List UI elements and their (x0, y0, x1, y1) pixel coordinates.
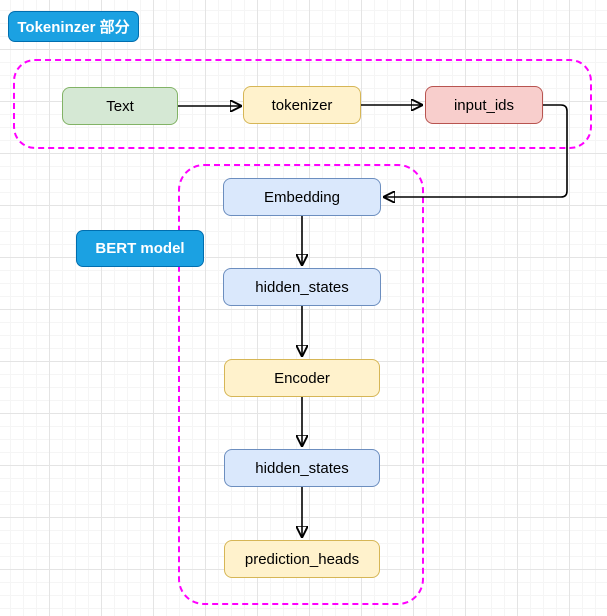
node-input-ids-label: input_ids (453, 96, 515, 114)
node-tokenizer: tokenizer (243, 86, 361, 124)
node-hidden-states-2-label: hidden_states (255, 459, 349, 477)
node-input-ids: input_ids (425, 86, 543, 124)
tokenizer-section-badge-label: Tokeninzer 部分 (17, 19, 130, 36)
node-hidden-states-1-label: hidden_states (255, 278, 349, 296)
node-text-label: Text (106, 97, 134, 115)
node-hidden-states-2: hidden_states (224, 449, 380, 487)
node-prediction-heads-label: prediction_heads (244, 550, 360, 568)
node-embedding-label: Embedding (264, 188, 340, 206)
node-tokenizer-label: tokenizer (271, 96, 333, 114)
group-bert-model (178, 164, 424, 605)
node-prediction-heads: prediction_heads (224, 540, 380, 578)
node-encoder-label: Encoder (274, 369, 330, 387)
tokenizer-section-badge: Tokeninzer 部分 (8, 11, 139, 42)
group-tokenizer-section (13, 59, 592, 149)
node-encoder: Encoder (224, 359, 380, 397)
bert-model-badge: BERT model (76, 230, 204, 267)
node-embedding: Embedding (223, 178, 381, 216)
bert-model-badge-label: BERT model (95, 240, 185, 257)
node-hidden-states-1: hidden_states (223, 268, 381, 306)
node-text: Text (62, 87, 178, 125)
